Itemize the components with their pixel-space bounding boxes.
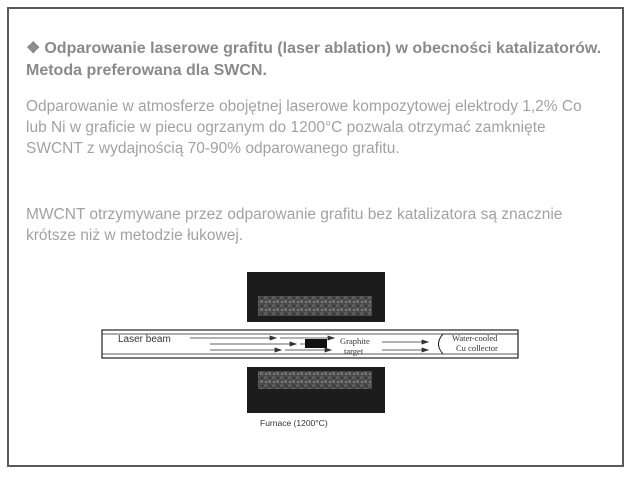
graphite-label-line2: target [344, 346, 364, 356]
diamond-bullet-icon: ❖ [26, 40, 41, 57]
collector-label-line1: Water-cooled [452, 333, 498, 343]
furnace-bottom-block [247, 367, 385, 413]
graphite-label-line1: Graphite [340, 336, 370, 346]
furnace-top-block [247, 272, 385, 322]
heading-text: Odparowanie laserowe grafitu (laser abla… [26, 40, 602, 79]
laser-ablation-diagram: Laser beam Graphite target Water-cooled … [100, 268, 520, 438]
paragraph-laser-ablation: Odparowanie w atmosferze obojętnej laser… [26, 98, 582, 157]
furnace-label: Furnace (1200°C) [260, 418, 328, 428]
slide-heading: ❖Odparowanie laserowe grafitu (laser abl… [26, 38, 606, 82]
laser-beam-label: Laser beam [118, 334, 171, 345]
cu-collector [438, 333, 518, 355]
collector-label-line2: Cu collector [456, 343, 498, 353]
graphite-target [305, 339, 327, 348]
paragraph-mwcnt: MWCNT otrzymywane przez odparowanie graf… [26, 206, 563, 244]
